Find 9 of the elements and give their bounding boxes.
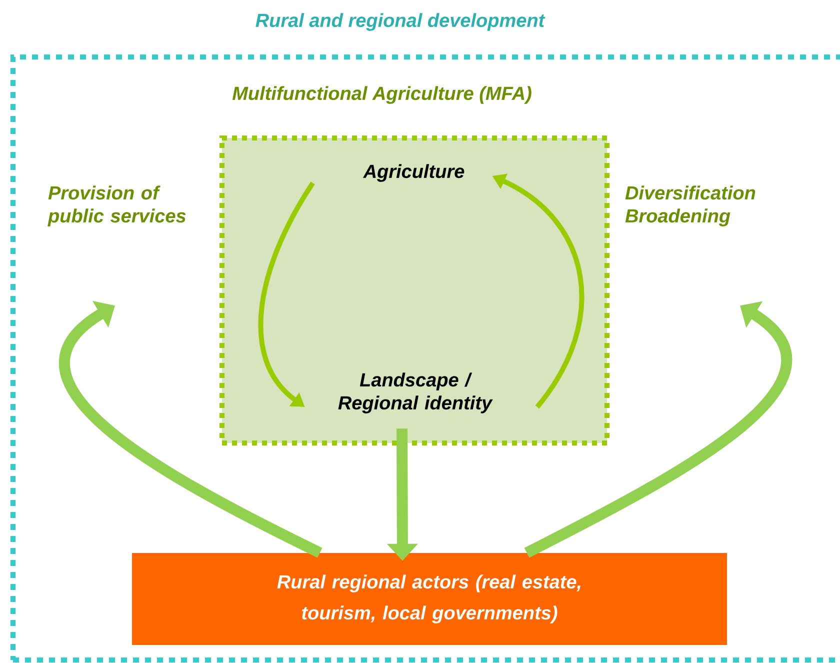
frame-title: Rural and regional development [256, 13, 546, 31]
text-label: Agriculture [362, 164, 464, 182]
frame-title: Multifunctional Agriculture (MFA) [232, 86, 532, 104]
text-label: Landscape / Regional identity [338, 372, 493, 414]
arrow [59, 300, 322, 558]
function-label: Provision of public services [48, 186, 186, 226]
actor-box: Rural regional actors (real estate, tourism, local governments) [132, 553, 727, 645]
function-label: Diversification Broadening [625, 186, 756, 226]
arrow [258, 182, 315, 407]
